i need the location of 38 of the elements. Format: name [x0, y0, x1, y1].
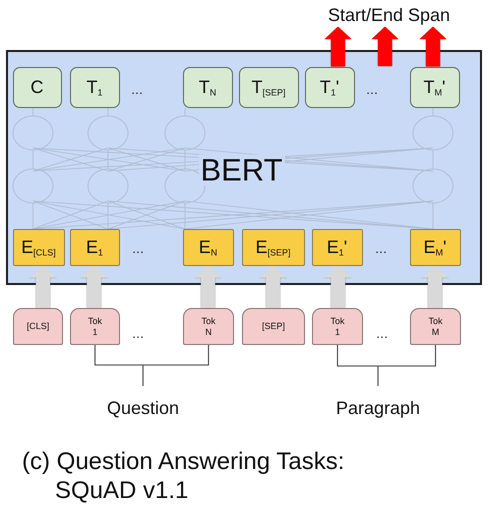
output-box: T$_{N}$ — [182, 66, 232, 108]
token-box: Tok M — [410, 308, 461, 345]
ellipsis-label: ... — [131, 82, 143, 96]
input-arrow — [259, 266, 287, 308]
input-arrow — [421, 266, 449, 308]
group-label: Paragraph — [336, 399, 420, 417]
embedding-box: E$_{1}$ — [70, 228, 120, 266]
input-arrow — [80, 266, 108, 308]
output-box: T$_{1}$' — [304, 66, 354, 108]
caption: (c) Question Answering Tasks: SQuAD v1.1 — [22, 447, 346, 505]
model-label: BERT — [198, 154, 285, 185]
embedding-box: E$_{N}$ — [182, 228, 234, 266]
input-arrow — [194, 266, 222, 308]
output-arrow — [324, 27, 352, 66]
ellipsis-label: ... — [366, 82, 378, 96]
embedding-box: E$_{[SEP]}$ — [242, 228, 304, 266]
output-arrow — [371, 27, 399, 66]
output-box: T$_{[SEP]}$ — [238, 66, 298, 108]
input-arrow — [29, 266, 57, 308]
token-box: [SEP] — [242, 308, 305, 345]
output-label: Start/End Span — [323, 3, 455, 27]
output-arrow — [419, 27, 447, 66]
embedding-box: E$_{M}$' — [410, 228, 460, 266]
output-box: T$_{M}$' — [410, 66, 460, 108]
embedding-box: E$_{[CLS]}$ — [12, 228, 64, 266]
input-arrow — [324, 266, 352, 308]
ellipsis-label: ... — [376, 326, 388, 340]
output-box: T$_{1}$ — [70, 66, 120, 108]
token-box: [CLS] — [13, 308, 63, 345]
token-box: Tok 1 — [312, 308, 363, 345]
group-label: Question — [106, 399, 180, 417]
ellipsis-label: ... — [132, 326, 144, 340]
output-box: C — [12, 66, 62, 108]
embedding-box: E$_{1}$' — [312, 228, 362, 266]
ellipsis-label: ... — [375, 241, 387, 255]
ellipsis-label: ... — [132, 241, 144, 255]
token-box: Tok 1 — [70, 308, 120, 345]
token-box: Tok N — [183, 308, 234, 345]
